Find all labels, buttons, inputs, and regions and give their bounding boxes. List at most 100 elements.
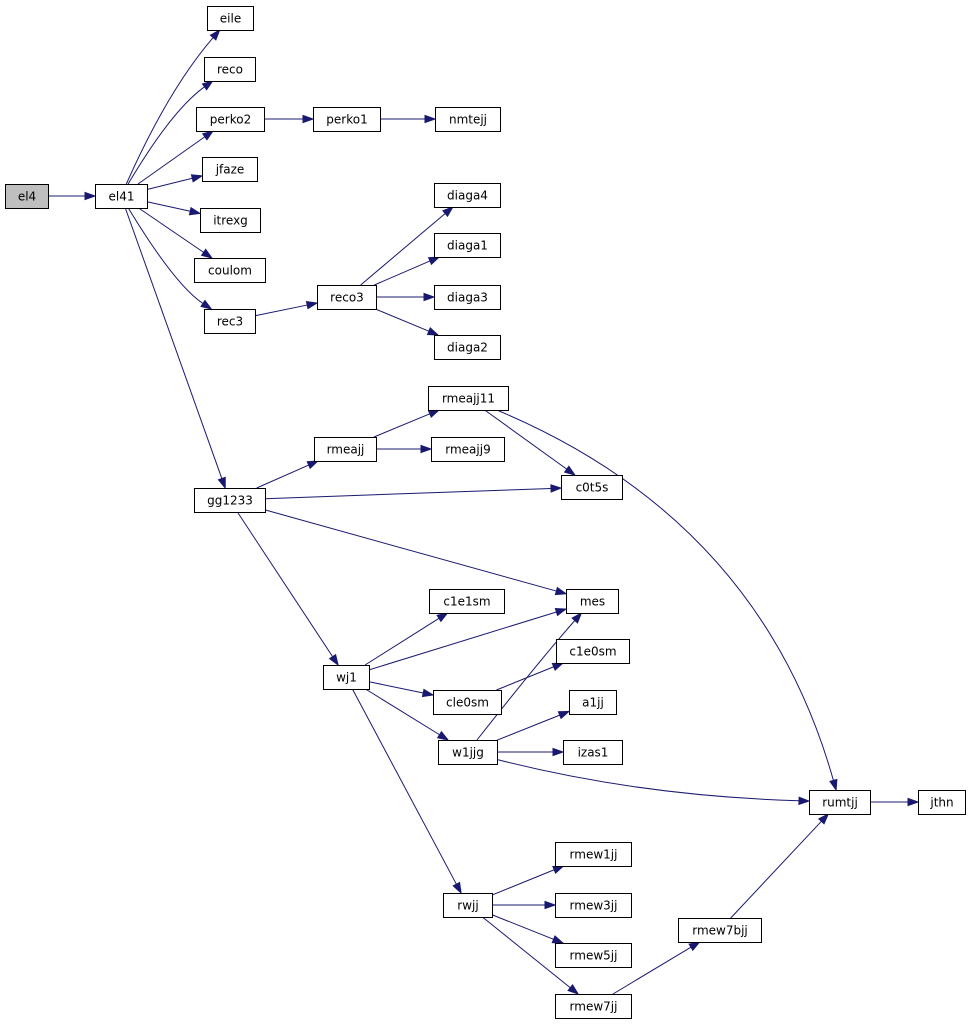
node-box <box>555 842 632 867</box>
edge-line <box>491 914 554 940</box>
node-jthn[interactable]: jthn <box>918 790 966 815</box>
node-rec3[interactable]: rec3 <box>204 309 256 334</box>
node-box <box>569 690 617 715</box>
arrowhead <box>817 812 830 825</box>
arrowhead <box>436 612 449 623</box>
edge-line <box>146 201 191 212</box>
node-el41[interactable]: el41 <box>95 184 148 209</box>
edge-line <box>264 487 552 500</box>
node-label: diaga3 <box>447 291 488 305</box>
node-c1e1sm[interactable]: c1e1sm <box>429 589 505 614</box>
node-c1e0sm[interactable]: c1e0sm <box>556 639 630 664</box>
node-rmew5jj[interactable]: rmew5jj <box>555 943 632 968</box>
arrowhead <box>201 80 214 91</box>
node-label: rmew7jj <box>570 1000 618 1014</box>
node-label: wj1 <box>336 671 357 685</box>
node-box <box>204 309 256 334</box>
edge-gg1233-to-rmeajj <box>256 460 320 489</box>
node-label: diaga1 <box>447 239 488 253</box>
edge-line <box>124 207 223 479</box>
node-izas1[interactable]: izas1 <box>563 740 623 765</box>
node-rmeajj11[interactable]: rmeajj11 <box>428 386 509 411</box>
node-diaga2[interactable]: diaga2 <box>434 335 501 360</box>
node-label: rmeajj11 <box>442 392 495 406</box>
node-rmew7jj[interactable]: rmew7jj <box>555 994 632 1019</box>
node-box <box>556 639 630 664</box>
node-label: w1jjg <box>452 746 484 760</box>
node-diaga1[interactable]: diaga1 <box>434 233 501 258</box>
node-label: rmew5jj <box>570 949 618 963</box>
edge-line <box>491 869 555 896</box>
node-el4[interactable]: el4 <box>5 184 49 209</box>
node-perko1[interactable]: perko1 <box>313 107 381 132</box>
edge-rwjj-to-rmew5jj <box>491 914 565 944</box>
node-cle0sm[interactable]: cle0sm <box>433 690 502 715</box>
node-w1jjg[interactable]: w1jjg <box>438 740 498 765</box>
arrowhead <box>544 900 557 910</box>
node-coulom[interactable]: coulom <box>194 258 266 283</box>
edge-line <box>496 714 560 741</box>
node-box <box>809 790 871 815</box>
node-rmew1jj[interactable]: rmew1jj <box>555 842 632 867</box>
arrowhead <box>423 292 436 302</box>
node-box <box>433 690 502 715</box>
node-jfaze[interactable]: jfaze <box>202 157 258 182</box>
arrowhead <box>907 797 920 807</box>
node-rumtjj[interactable]: rumtjj <box>809 790 871 815</box>
edge-line <box>360 213 446 286</box>
node-diaga4[interactable]: diaga4 <box>434 183 501 208</box>
node-diaga3[interactable]: diaga3 <box>434 285 501 310</box>
node-rmew3jj[interactable]: rmew3jj <box>555 893 632 918</box>
node-eile[interactable]: eile <box>207 6 254 31</box>
arrowhead <box>84 191 97 201</box>
node-box <box>429 589 505 614</box>
edge-line <box>612 946 692 995</box>
node-box <box>194 258 266 283</box>
arrowhead <box>328 653 339 667</box>
arrowhead <box>201 130 215 141</box>
edge-reco3-to-diaga2 <box>375 308 440 336</box>
node-box <box>313 107 381 132</box>
arrowhead <box>554 608 568 617</box>
node-perko2[interactable]: perko2 <box>196 107 265 132</box>
node-a1jj[interactable]: a1jj <box>569 690 617 715</box>
node-label: diaga2 <box>447 341 488 355</box>
node-label: cle0sm <box>446 696 489 710</box>
edge-rumtjj-to-jthn <box>870 797 920 807</box>
node-label: diaga4 <box>447 189 488 203</box>
edge-rwjj-to-rmew7jj <box>482 916 580 995</box>
node-label: c1e0sm <box>569 645 616 659</box>
arrowhead <box>552 747 565 757</box>
node-c0t5s[interactable]: c0t5s <box>561 475 623 500</box>
nodes-layer: el4 el41 eile reco perko2 perko1 nmtejj jfaze it… <box>5 6 966 1019</box>
node-rmew7bjj[interactable]: rmew7bjj <box>678 918 762 943</box>
node-label: coulom <box>208 264 252 278</box>
node-rmeajj[interactable]: rmeajj <box>314 437 377 462</box>
node-rmeajj9[interactable]: rmeajj9 <box>431 437 505 462</box>
node-nmtejj[interactable]: nmtejj <box>435 107 501 132</box>
node-mes[interactable]: mes <box>566 589 619 614</box>
edge-gg1233-to-wj1 <box>236 511 339 667</box>
node-box <box>918 790 966 815</box>
node-label: rmeajj <box>327 443 365 457</box>
node-wj1[interactable]: wj1 <box>323 665 370 690</box>
edge-line <box>730 820 822 919</box>
edge-line <box>127 207 204 304</box>
node-reco3[interactable]: reco3 <box>317 285 377 310</box>
edge-line <box>374 260 431 286</box>
edge-perko2-to-perko1 <box>264 114 315 124</box>
node-label: rmeajj9 <box>445 443 490 457</box>
edge-rmew7bjj-to-rumtjj <box>730 812 830 919</box>
edge-el41-to-eile <box>125 28 221 185</box>
node-label: c0t5s <box>576 481 609 495</box>
node-rwjj[interactable]: rwjj <box>443 893 493 918</box>
node-label: perko2 <box>210 113 251 127</box>
edge-line <box>496 666 554 691</box>
edge-el41-to-reco <box>127 80 214 185</box>
node-reco[interactable]: reco <box>204 57 256 82</box>
node-itrexg[interactable]: itrexg <box>200 208 261 233</box>
node-box <box>434 183 501 208</box>
edge-line <box>137 136 206 185</box>
node-gg1233[interactable]: gg1233 <box>194 488 266 513</box>
node-box <box>563 740 623 765</box>
